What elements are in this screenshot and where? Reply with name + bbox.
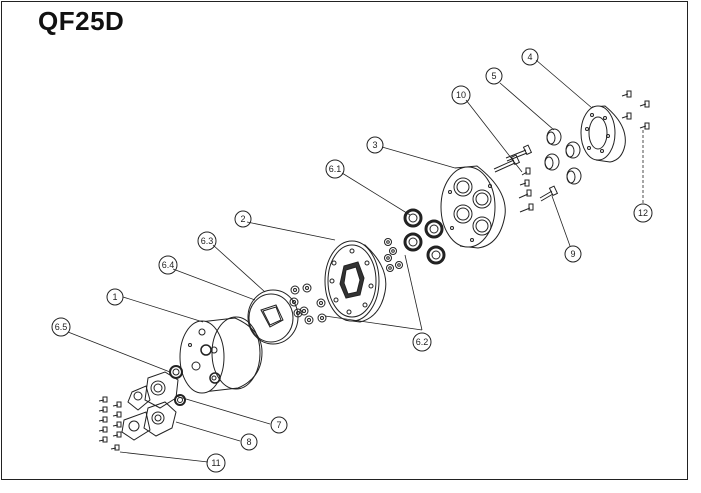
part-7-port-flange (127, 371, 179, 411)
callout-5: 5 (485, 67, 503, 85)
callout-7: 7 (270, 416, 288, 434)
callout-1-label: 1 (112, 292, 117, 302)
callout-6-4-label: 6.4 (162, 260, 175, 270)
part-6-2-nuts-right (384, 238, 403, 272)
callout-3: 3 (366, 136, 384, 154)
part-6-1-o-rings (403, 208, 446, 265)
part-5-plugs (544, 128, 582, 185)
part-8-port-flange (121, 401, 177, 441)
callout-11-label: 11 (211, 458, 220, 468)
callout-10-label: 10 (456, 90, 466, 100)
part-6-2-nuts-left (289, 283, 327, 325)
callout-4: 4 (521, 48, 539, 66)
callout-6-5: 6.5 (51, 317, 71, 337)
drawing-frame (1, 1, 688, 480)
callout-8: 8 (240, 433, 258, 451)
callout-6-1: 6.1 (325, 159, 345, 179)
leader-lines (67, 59, 644, 463)
callout-6-3-label: 6.3 (201, 236, 214, 246)
callout-8-label: 8 (246, 437, 251, 447)
callout-5-label: 5 (491, 71, 496, 81)
drawing-title: QF25D (38, 6, 125, 36)
callout-10: 10 (451, 85, 471, 105)
callout-7-label: 7 (276, 420, 281, 430)
part-12-screws (621, 90, 650, 130)
callout-12: 12 (633, 203, 653, 223)
callout-6-1-label: 6.1 (329, 164, 342, 174)
callout-2: 2 (234, 210, 252, 228)
callout-6-5-label: 6.5 (55, 322, 68, 332)
callout-6-3: 6.3 (197, 231, 217, 251)
callout-9: 9 (564, 245, 582, 263)
part-6-4-gasket-plate (247, 289, 299, 345)
part-4-flange (580, 105, 626, 163)
callout-12-label: 12 (638, 208, 648, 218)
part-2-middle-plate (324, 240, 387, 323)
callout-11: 11 (206, 453, 226, 473)
callout-1: 1 (106, 288, 124, 306)
part-9-10-bolts (493, 144, 559, 213)
part-11-screws (98, 396, 122, 451)
callout-6-2-label: 6.2 (416, 337, 429, 347)
callout-2-label: 2 (240, 214, 245, 224)
callout-6-4: 6.4 (158, 255, 178, 275)
callout-9-label: 9 (570, 249, 575, 259)
callout-4-label: 4 (527, 52, 532, 62)
callout-6-2: 6.2 (412, 332, 432, 352)
callout-3-label: 3 (372, 140, 377, 150)
part-1-end-cover (179, 316, 263, 394)
part-3-port-plate (440, 165, 506, 249)
